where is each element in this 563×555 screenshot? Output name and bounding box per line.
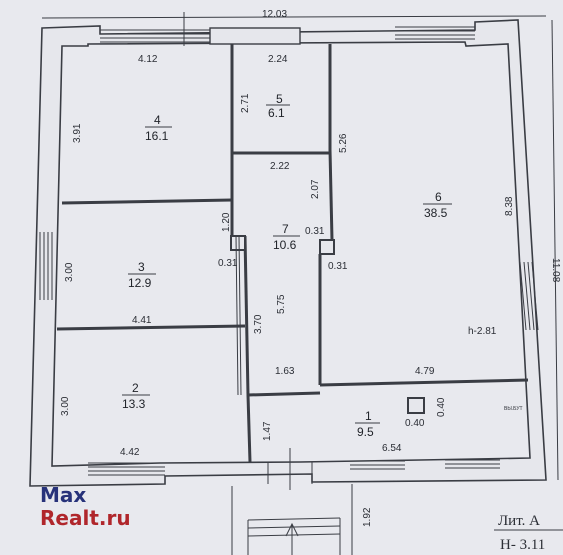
dim-r6-depth: 8.38: [504, 196, 515, 216]
dim-r3-depth: 3.00: [64, 262, 75, 282]
room-7-label: 7 10.6: [273, 222, 300, 252]
room-3-label: 3 12.9: [128, 260, 156, 290]
caption-height: Н- 3.11: [500, 537, 545, 553]
watermark-line1: Max: [40, 483, 86, 507]
dim-r5-width: 2.24: [268, 54, 288, 65]
window-left: [39, 232, 53, 300]
room-6-label: 6 38.5: [423, 190, 452, 220]
dim-hall-depth: 1.47: [262, 421, 273, 441]
dim-corridor-depth: 2.07: [310, 179, 321, 199]
svg-text:6: 6: [435, 190, 442, 204]
dim-hall-width: 6.54: [382, 443, 402, 454]
window-bottom-left: [88, 462, 165, 476]
dim-col-h: 0.40: [436, 397, 447, 417]
dim-r4-width: 4.12: [138, 54, 158, 65]
dimension-lines: [41, 12, 559, 481]
window-top-right: [395, 26, 475, 40]
dim-r7-width: 1.63: [275, 366, 295, 377]
window-bottom-right: [350, 459, 500, 470]
dim-r3-width: 4.41: [132, 315, 152, 326]
dimension-labels: 12.03 11.08 4.12 3.91 2.24 2.71 2.22 2.0…: [60, 9, 561, 527]
height-label: h-2.81: [468, 326, 497, 337]
caption-lit: Лит. А: [498, 513, 540, 529]
svg-text:5: 5: [276, 92, 283, 106]
watermark-line2: Realt.ru: [40, 506, 131, 530]
dim-r7-depth: 5.75: [276, 294, 287, 314]
dim-corridor-width: 2.22: [270, 161, 290, 172]
svg-text:12.9: 12.9: [128, 276, 152, 290]
room-1-label: 1 9.5: [355, 409, 380, 439]
dim-col-w: 0.40: [405, 418, 425, 429]
svg-text:2: 2: [132, 381, 139, 395]
dim-overall-depth: 11.08: [550, 258, 561, 283]
dim-wall-b: 0.31: [218, 258, 238, 269]
svg-text:10.6: 10.6: [273, 238, 297, 252]
window-right: [519, 261, 539, 331]
entrance-door: [267, 448, 313, 490]
window-top-middle: [209, 27, 301, 45]
svg-text:13.3: 13.3: [122, 397, 146, 411]
dim-wall-d: 0.31: [328, 261, 348, 272]
watermark-logo: Max Realt.ru: [40, 483, 131, 530]
svg-text:4: 4: [154, 113, 161, 127]
dim-porch-depth: 1.92: [362, 507, 373, 527]
svg-text:7: 7: [282, 222, 289, 236]
stair-lines: [235, 235, 242, 396]
caption: Лит. А Н- 3.11: [494, 513, 563, 553]
dim-r4-depth: 3.91: [72, 123, 83, 143]
svg-text:3: 3: [138, 260, 145, 274]
svg-text:38.5: 38.5: [424, 206, 448, 220]
dim-stair-depth: 3.70: [253, 314, 264, 334]
room-4-label: 4 16.1: [145, 113, 172, 143]
room-2-label: 2 13.3: [122, 381, 150, 411]
interior-walls: [56, 44, 529, 463]
porch: [231, 484, 353, 555]
dim-r2-depth: 3.00: [60, 396, 71, 416]
dim-r5-depth: 2.71: [240, 93, 251, 113]
dim-r2-width: 4.42: [120, 447, 140, 458]
room-5-label: 5 6.1: [266, 92, 290, 120]
dim-overall-width: 12.03: [262, 9, 287, 20]
dim-right-wall: 5.26: [338, 133, 349, 153]
svg-text:16.1: 16.1: [145, 129, 169, 143]
window-top-left: [100, 29, 210, 43]
svg-text:9.5: 9.5: [357, 425, 374, 439]
tiny-label: ВЫ.БУТ: [504, 406, 523, 412]
svg-text:1: 1: [365, 409, 372, 423]
room-labels: 4 16.1 5 6.1 6 38.5 7 10.6 3 12.9 2 13.3: [122, 92, 452, 439]
dim-wall-c: 0.31: [305, 226, 325, 237]
dim-wall-a: 1.20: [221, 212, 232, 232]
dim-r6-width: 4.79: [415, 366, 435, 377]
svg-text:6.1: 6.1: [268, 106, 285, 120]
